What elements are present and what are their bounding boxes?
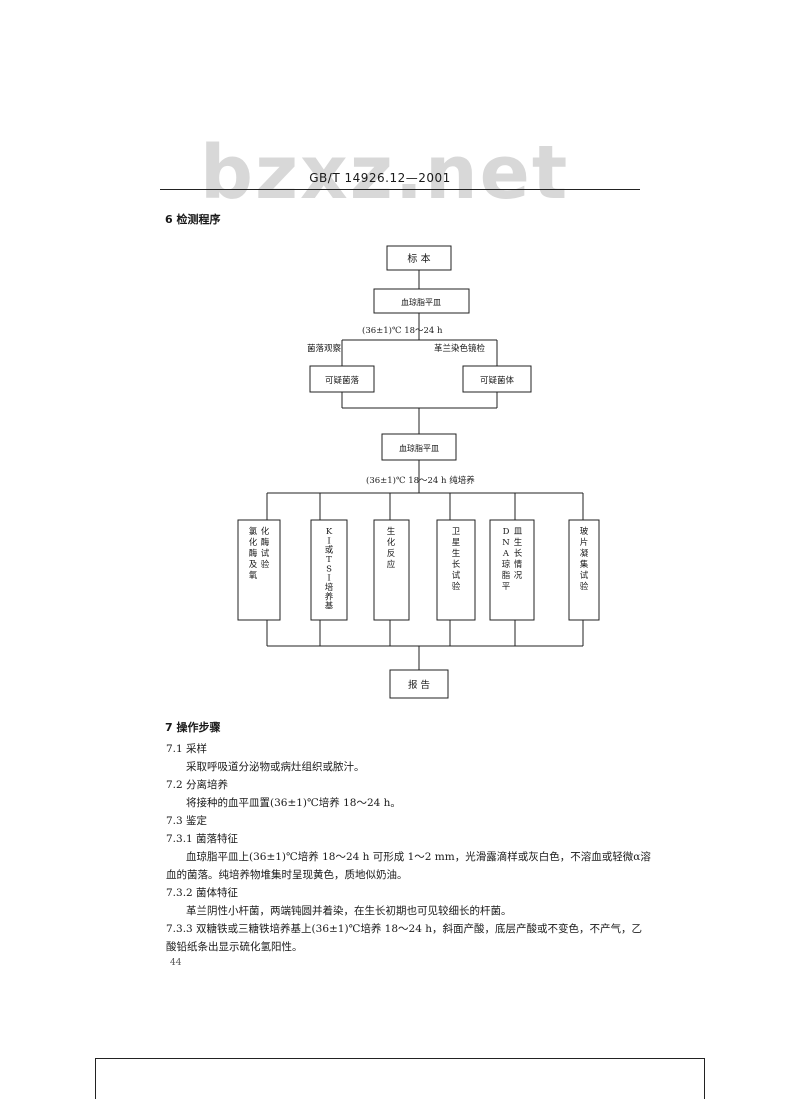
watermark: bzxz.net [200, 130, 570, 216]
paragraph-7-1: 采取呼吸道分泌物或病灶组织或脓汁。 [186, 761, 365, 773]
test-label-biochem: 生化反应 [387, 526, 396, 570]
flowchart: 标 本 血琼脂平皿 (36±1)℃ 18～24 h 菌落观察 革兰染色镜检 可疑… [237, 245, 600, 699]
gram-stain-label: 革兰染色镜检 [434, 343, 486, 354]
incubation-label-1: (36±1)℃ 18～24 h [362, 325, 443, 336]
bottom-frame [95, 1058, 705, 1099]
heading-7-3-2: 7.3.2 菌体特征 [166, 887, 239, 899]
section-7-title: 7 操作步骤 [165, 721, 221, 734]
test-box-dna-agar [489, 519, 535, 621]
paragraph-7-3-3-line-1: 7.3.3 双糖铁或三糖铁培养基上(36±1)℃培养 18～24 h，斜面产酸，… [166, 923, 642, 935]
test-label-slide-agglutination: 玻片凝集试验 [580, 526, 589, 592]
test-box-biochem [373, 519, 410, 621]
test-label-catalase: 氯化酶及氧化酶试验 [249, 526, 270, 581]
paragraph-7-3-1-line-1: 血琼脂平皿上(36±1)℃培养 18～24 h 可形成 1～2 mm，光滑露滴样… [186, 851, 651, 863]
paragraph-7-3-2: 革兰阴性小杆菌，两端钝圆并着染，在生长初期也可见较细长的杆菌。 [186, 905, 512, 917]
heading-7-2: 7.2 分离培养 [166, 779, 229, 791]
paragraph-7-2: 将接种的血平皿置(36±1)℃培养 18～24 h。 [186, 797, 401, 809]
blood-plate-label-2: 血琼脂平皿 [399, 443, 439, 453]
heading-7-1: 7.1 采样 [166, 743, 208, 755]
test-box-catalase [237, 519, 281, 621]
report-box [389, 669, 449, 699]
paragraph-7-3-3-line-2: 酸铅纸条出显示硫化氢阳性。 [166, 941, 303, 953]
test-box-ki-tsi [310, 519, 348, 621]
suspect-colony-label: 可疑菌落 [325, 375, 360, 386]
incubation-label-2: (36±1)℃ 18～24 h 纯培养 [366, 475, 475, 486]
suspect-cells-label: 可疑菌体 [480, 375, 515, 386]
blood-plate-label-1: 血琼脂平皿 [401, 297, 441, 307]
heading-7-3: 7.3 鉴定 [166, 815, 208, 827]
header-rule [160, 189, 640, 190]
page-number: 44 [170, 958, 182, 968]
blood-plate-box-1 [373, 288, 470, 314]
specimen-label: 标 本 [407, 252, 430, 265]
test-box-satellite [436, 519, 476, 621]
colony-observation-label: 菌落观察 [307, 343, 342, 354]
paragraph-7-3-1-line-2: 血的菌落。纯培养物堆集时呈现黄色，质地似奶油。 [166, 869, 408, 881]
standard-id: GB/T 14926.12—2001 [309, 171, 451, 185]
report-label: 报 告 [408, 679, 430, 691]
heading-7-3-1: 7.3.1 菌落特征 [166, 833, 239, 845]
test-label-satellite: 卫星生长试验 [452, 527, 461, 592]
section-6-title: 6 检测程序 [165, 213, 221, 226]
test-box-slide-agglutination [568, 519, 600, 621]
